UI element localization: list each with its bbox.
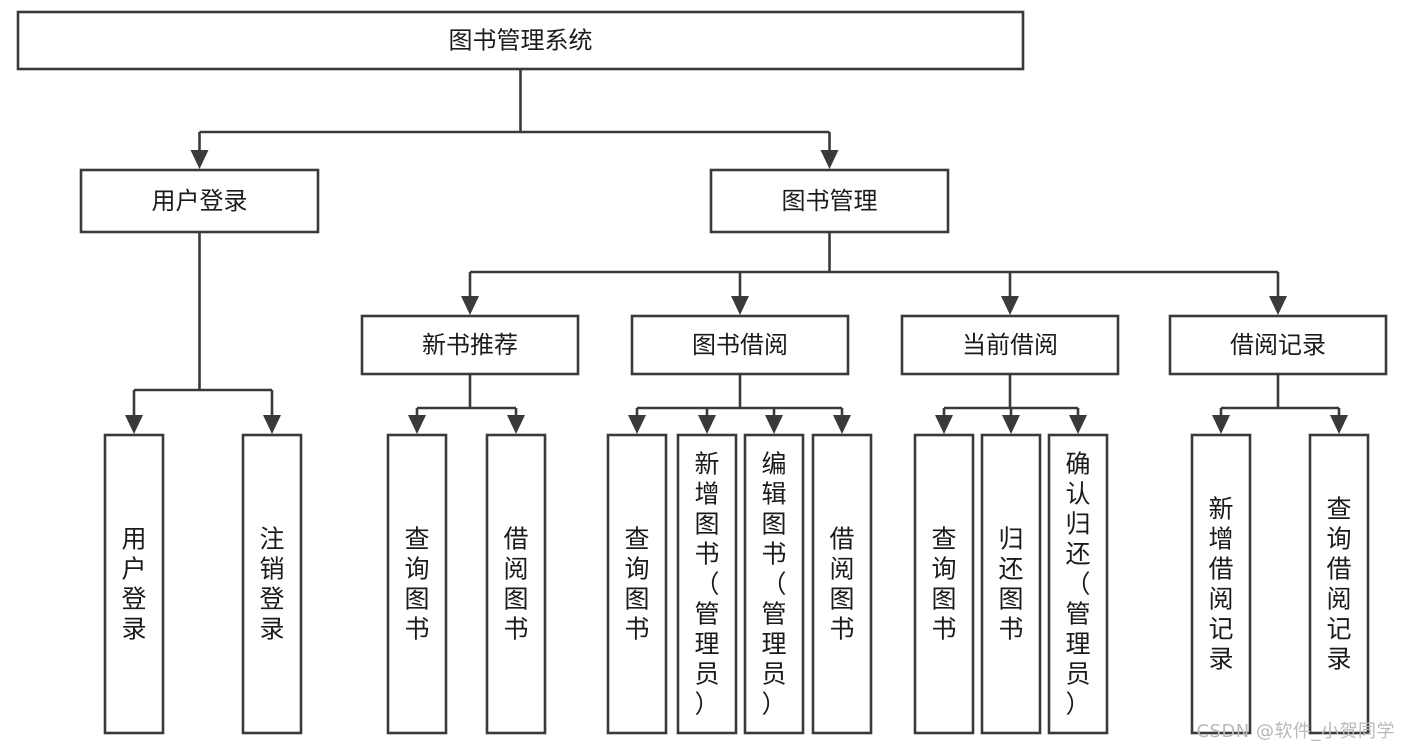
node-box xyxy=(79,168,320,234)
node-label: 图书管理系统 xyxy=(449,27,593,55)
node-box xyxy=(811,433,873,735)
node-box xyxy=(606,433,668,735)
arrow-head-icon xyxy=(507,415,525,434)
node-查询借阅记录[interactable]: 查询借阅记录 xyxy=(1308,433,1370,735)
node-label: 借阅图书 xyxy=(503,524,528,643)
node-用户登录[interactable]: 用户登录 xyxy=(103,433,165,735)
node-label: 查询借阅记录 xyxy=(1326,494,1351,673)
node-确认归还管理员[interactable]: 确认归还（管理员） xyxy=(1047,433,1109,735)
node-label: 查询图书 xyxy=(931,524,956,643)
arrow-head-icon xyxy=(408,415,426,434)
arrow-head-icon xyxy=(190,150,209,169)
node-box xyxy=(913,433,975,735)
node-查询图书[interactable]: 查询图书 xyxy=(606,433,668,735)
arrow-head-icon xyxy=(935,415,953,434)
node-label: 确认归还（管理员） xyxy=(1065,449,1090,718)
node-当前借阅[interactable]: 当前借阅 xyxy=(900,314,1120,376)
node-label: 编辑图书（管理员） xyxy=(761,449,786,718)
node-layer: 图书管理系统用户登录用户登录注销登录图书管理新书推荐查询图书借阅图书图书借阅查询… xyxy=(16,10,1388,735)
node-box xyxy=(900,314,1120,376)
node-label: 用户登录 xyxy=(121,524,146,643)
arrow-head-icon xyxy=(731,296,749,315)
arrow-head-icon xyxy=(461,296,479,315)
node-box xyxy=(485,433,547,735)
node-box xyxy=(1168,314,1388,376)
node-label: 新书推荐 xyxy=(422,331,518,359)
node-label: 图书管理 xyxy=(782,187,878,215)
node-box xyxy=(360,314,580,376)
arrow-head-icon xyxy=(765,415,783,434)
node-box xyxy=(676,433,738,735)
node-label: 查询图书 xyxy=(624,524,649,643)
arrow-head-icon xyxy=(1212,415,1230,434)
arrow-head-icon xyxy=(1269,296,1287,315)
node-label: 新增借阅记录 xyxy=(1208,494,1233,673)
node-图书管理系统[interactable]: 图书管理系统 xyxy=(16,10,1025,71)
arrow-head-icon xyxy=(833,415,851,434)
node-label: 查询图书 xyxy=(404,524,429,643)
node-label: 注销登录 xyxy=(259,524,284,643)
node-借阅图书[interactable]: 借阅图书 xyxy=(485,433,547,735)
node-注销登录[interactable]: 注销登录 xyxy=(241,433,303,735)
arrow-head-icon xyxy=(1002,415,1020,434)
arrow-head-icon xyxy=(1330,415,1348,434)
node-借阅记录[interactable]: 借阅记录 xyxy=(1168,314,1388,376)
node-box xyxy=(103,433,165,735)
node-借阅图书[interactable]: 借阅图书 xyxy=(811,433,873,735)
node-label: 当前借阅 xyxy=(962,331,1058,359)
node-图书管理[interactable]: 图书管理 xyxy=(709,168,950,234)
node-用户登录[interactable]: 用户登录 xyxy=(79,168,320,234)
arrow-head-icon xyxy=(1001,296,1019,315)
node-box xyxy=(386,433,448,735)
arrow-head-icon xyxy=(698,415,716,434)
node-label: 图书借阅 xyxy=(692,331,788,359)
node-label: 用户登录 xyxy=(152,187,248,215)
node-编辑图书管理员[interactable]: 编辑图书（管理员） xyxy=(743,433,805,735)
node-box xyxy=(1047,433,1109,735)
node-label: 新增图书（管理员） xyxy=(694,449,719,718)
node-box xyxy=(980,433,1042,735)
node-新书推荐[interactable]: 新书推荐 xyxy=(360,314,580,376)
node-box xyxy=(1190,433,1252,735)
node-box xyxy=(630,314,850,376)
node-label: 借阅图书 xyxy=(829,524,854,643)
arrow-head-icon xyxy=(125,415,143,434)
arrow-head-icon xyxy=(263,415,281,434)
node-box xyxy=(241,433,303,735)
node-新增图书管理员[interactable]: 新增图书（管理员） xyxy=(676,433,738,735)
node-图书借阅[interactable]: 图书借阅 xyxy=(630,314,850,376)
node-新增借阅记录[interactable]: 新增借阅记录 xyxy=(1190,433,1252,735)
arrow-head-icon xyxy=(628,415,646,434)
node-归还图书[interactable]: 归还图书 xyxy=(980,433,1042,735)
node-box xyxy=(743,433,805,735)
arrow-head-icon xyxy=(1069,415,1087,434)
node-查询图书[interactable]: 查询图书 xyxy=(386,433,448,735)
node-label: 借阅记录 xyxy=(1230,331,1326,359)
node-查询图书[interactable]: 查询图书 xyxy=(913,433,975,735)
node-label: 归还图书 xyxy=(998,524,1023,643)
arrow-head-icon xyxy=(820,150,839,169)
node-box xyxy=(16,10,1025,71)
connector-layer xyxy=(125,69,1348,434)
node-box xyxy=(709,168,950,234)
node-box xyxy=(1308,433,1370,735)
csdn-watermark: CSDN @软件_小贺同学 xyxy=(1196,721,1395,742)
